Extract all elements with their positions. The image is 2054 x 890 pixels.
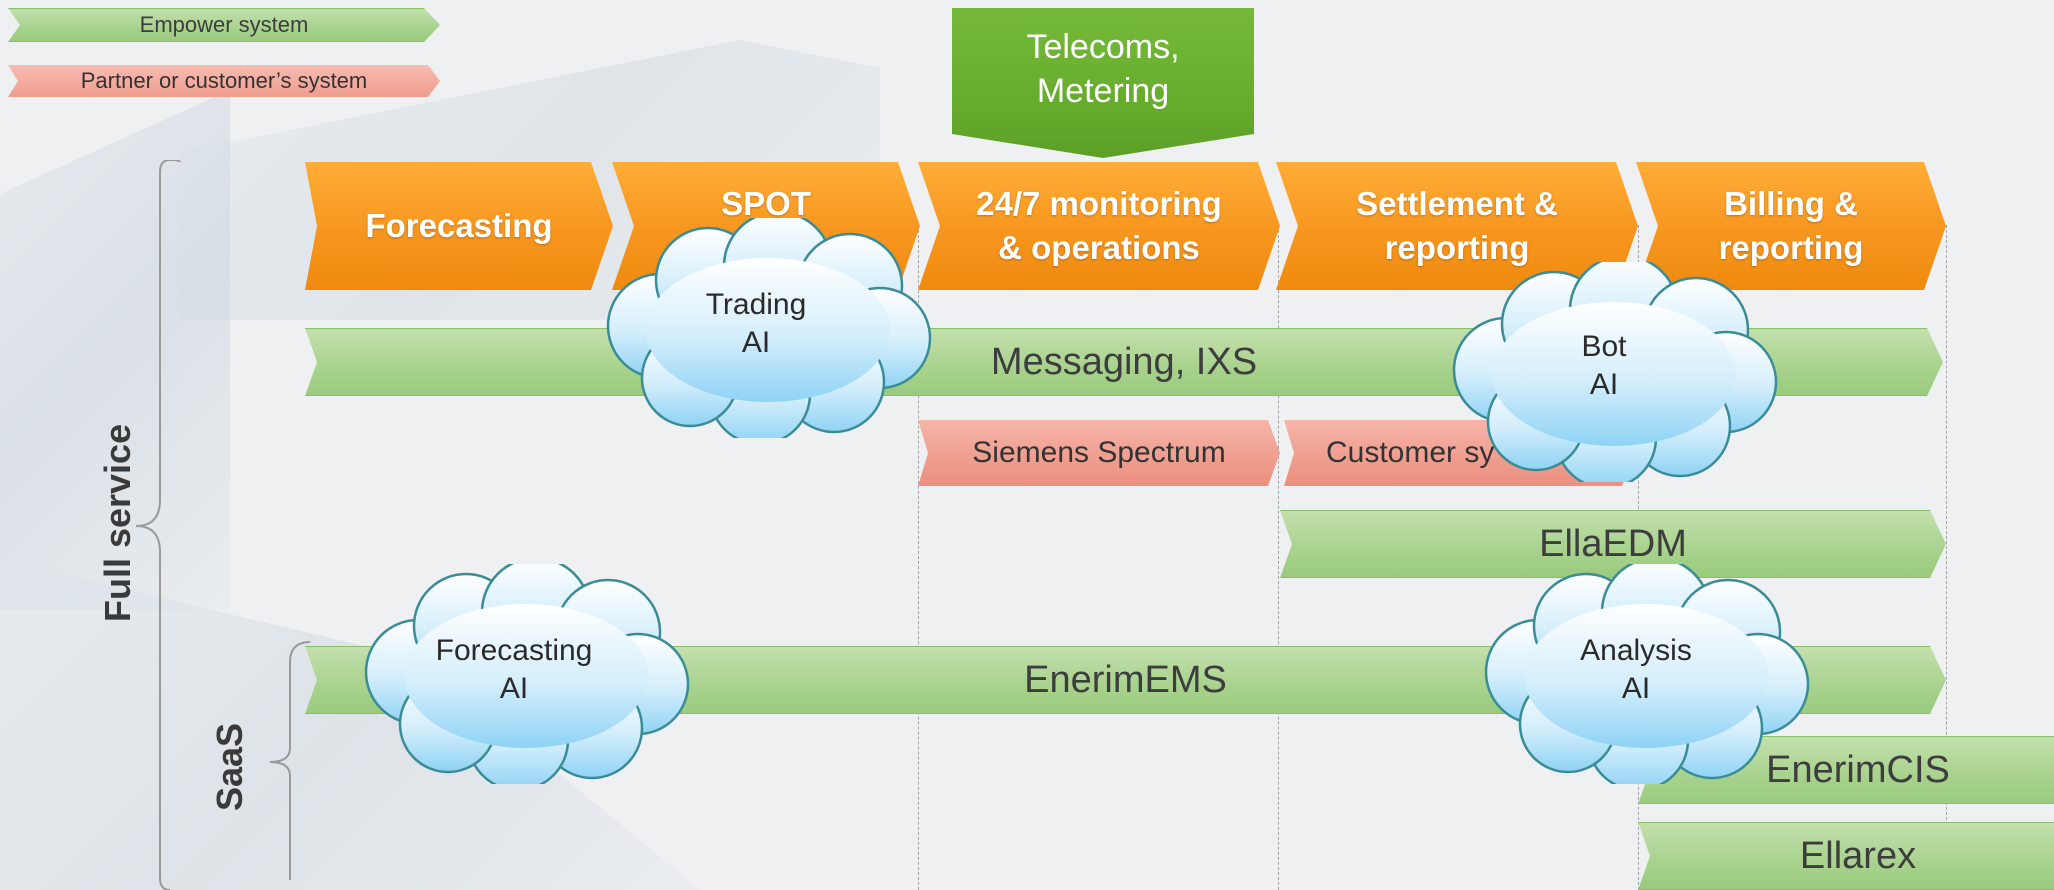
legend-partner-system: Partner or customer’s system (8, 65, 440, 97)
system-label: EllaEDM (1539, 522, 1687, 565)
cloud-line1: Bot (1581, 330, 1627, 363)
cloud-line2: AI (741, 326, 771, 359)
process-step-line1: Billing & (1724, 185, 1858, 222)
legend-empower-system: Empower system (8, 8, 440, 42)
process-step-line1: Settlement & (1356, 185, 1558, 222)
bot-ai-cloud (1452, 262, 1778, 482)
saas-brace (269, 641, 310, 880)
telecoms-metering-box: Telecoms, Metering (952, 8, 1254, 158)
process-step-line2: reporting (1718, 229, 1864, 266)
process-step-line1: SPOT (721, 185, 811, 222)
system-label: EnerimCIS (1766, 748, 1950, 791)
telecoms-line2: Metering (1036, 72, 1170, 110)
cloud-line2: AI (1621, 672, 1651, 705)
cloud-line2: AI (499, 672, 529, 705)
forecasting-ai-cloud (364, 564, 690, 784)
cloud-line1: Analysis (1580, 634, 1692, 667)
system-siemens-spectrum: Siemens Spectrum (918, 420, 1280, 486)
column-separator (1278, 225, 1279, 890)
legend-empower-label: Empower system (139, 12, 309, 37)
analysis-ai-label: Analysis AI (1556, 632, 1716, 708)
cloud-line1: Forecasting (435, 634, 593, 667)
cloud-line2: AI (1589, 368, 1619, 401)
system-label: Messaging, IXS (990, 340, 1258, 383)
process-step-settlement: Settlement & reporting (1276, 162, 1638, 290)
background-building-left (0, 90, 230, 610)
saas-label: SaaS (209, 722, 250, 812)
full-service-brace (135, 160, 181, 890)
cloud-line1: Trading (705, 288, 807, 321)
forecasting-ai-label: Forecasting AI (414, 632, 614, 708)
process-step-line1: Forecasting (365, 207, 553, 244)
system-label: Siemens Spectrum (972, 436, 1226, 469)
analysis-ai-cloud (1484, 564, 1810, 784)
system-label: EnerimEMS (1024, 658, 1227, 701)
full-service-label: Full service (97, 423, 138, 622)
system-label: Customer sy (1326, 436, 1495, 469)
process-step-line2: & operations (998, 229, 1200, 266)
process-step-monitoring: 24/7 monitoring & operations (918, 162, 1280, 290)
process-step-forecasting: Forecasting (305, 162, 613, 290)
telecoms-line1: Telecoms, (1026, 28, 1180, 66)
column-separator (918, 225, 919, 890)
process-step-billing: Billing & reporting (1636, 162, 1946, 290)
system-ellarex: Ellarex (1638, 822, 2054, 890)
column-separator (1946, 225, 1947, 825)
process-step-line1: 24/7 monitoring (976, 185, 1222, 222)
bot-ai-label: Bot AI (1534, 328, 1674, 404)
system-ellaedm: EllaEDM (1280, 510, 1946, 578)
process-step-line2: reporting (1384, 229, 1530, 266)
trading-ai-label: Trading AI (686, 286, 826, 362)
trading-ai-cloud (606, 218, 932, 438)
legend-partner-label: Partner or customer’s system (80, 68, 368, 93)
system-label: Ellarex (1799, 834, 1917, 877)
